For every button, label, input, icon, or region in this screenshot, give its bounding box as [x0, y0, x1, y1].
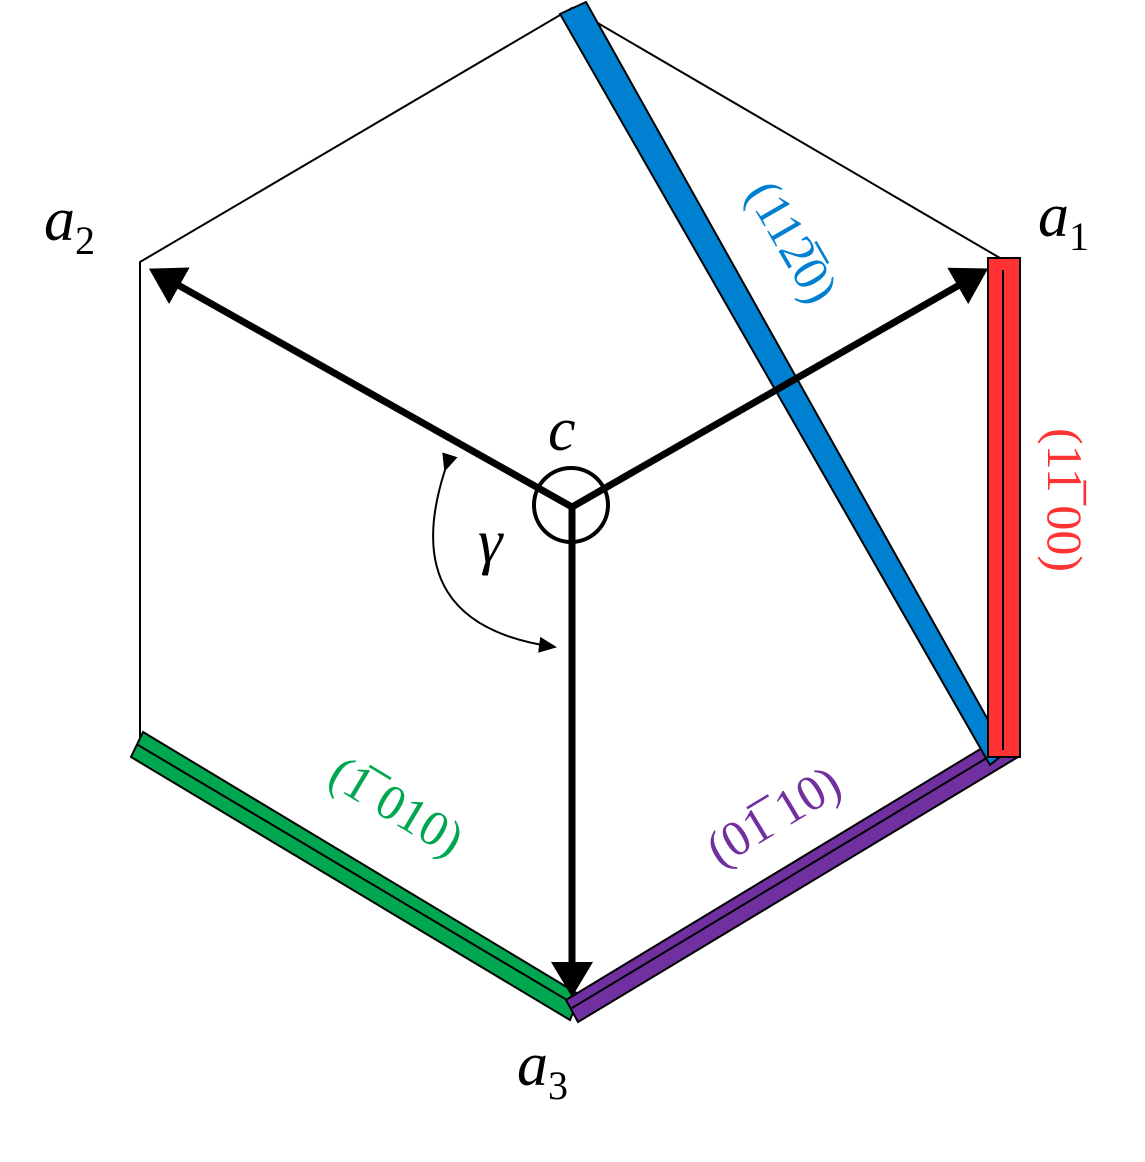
a2-arrow	[148, 267, 574, 511]
gamma-angle-arrow	[432, 452, 557, 653]
plane-label-blue: (112̅0)	[736, 171, 850, 313]
a2-label: a2	[44, 186, 95, 263]
c-label: c	[548, 396, 576, 464]
plane-red-band	[987, 257, 1021, 758]
plane-label-green: (1̅ 010)	[320, 744, 474, 867]
green-bar	[129, 730, 582, 1022]
plane-green-band	[129, 730, 582, 1022]
plane-label-red: (11̅ 00)	[1037, 428, 1093, 572]
a3-label: a3	[517, 1031, 568, 1108]
a1-label: a1	[1038, 182, 1089, 259]
a1-arrow	[570, 267, 989, 511]
gamma-label: γ	[478, 508, 504, 576]
